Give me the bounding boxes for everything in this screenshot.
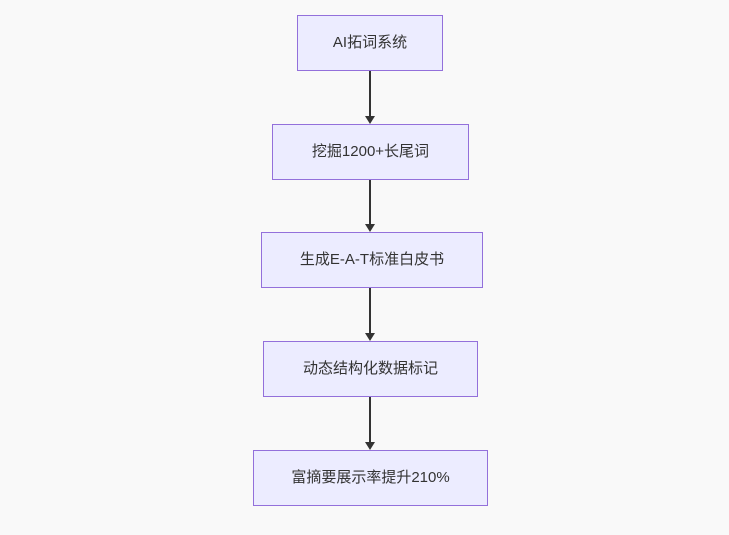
down-arrow-1 — [364, 71, 376, 124]
flow-node-eat-whitepaper: 生成E-A-T标准白皮书 — [261, 232, 483, 288]
arrowhead-icon — [365, 333, 375, 341]
node-label: 富摘要展示率提升210% — [291, 469, 450, 486]
down-arrow-3 — [364, 288, 376, 341]
arrow-line — [369, 71, 371, 116]
node-label: AI拓词系统 — [332, 34, 408, 51]
flow-node-structured-data-markup: 动态结构化数据标记 — [263, 341, 478, 397]
arrow-line — [369, 397, 371, 442]
flow-node-longtail-mining: 挖掘1200+长尾词 — [272, 124, 469, 180]
node-label: 动态结构化数据标记 — [302, 360, 438, 377]
arrowhead-icon — [365, 442, 375, 450]
node-label: 生成E-A-T标准白皮书 — [299, 251, 445, 268]
arrow-line — [369, 180, 371, 224]
node-label: 挖掘1200+长尾词 — [311, 143, 430, 160]
arrowhead-icon — [365, 116, 375, 124]
flow-node-ai-keyword-system: AI拓词系统 — [297, 15, 443, 71]
flow-node-rich-snippet-result: 富摘要展示率提升210% — [253, 450, 488, 506]
down-arrow-2 — [364, 180, 376, 232]
down-arrow-4 — [364, 397, 376, 450]
arrowhead-icon — [365, 224, 375, 232]
arrow-line — [369, 288, 371, 333]
